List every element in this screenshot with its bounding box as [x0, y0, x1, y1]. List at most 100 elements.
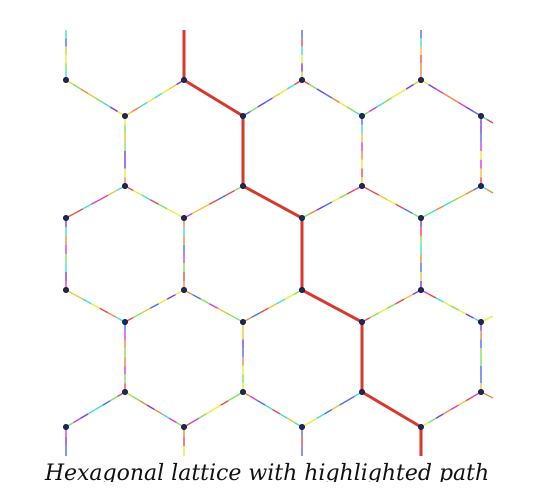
lattice-node — [239, 318, 246, 325]
lattice-edge-segment — [450, 404, 459, 411]
lattice-edge-segment — [458, 193, 467, 199]
highlighted-path — [182, 30, 423, 456]
lattice-edge-segment — [403, 208, 413, 215]
lattice-edge-segment — [272, 92, 281, 99]
lattice-edge-segment — [133, 312, 143, 319]
lattice-edge-segment — [264, 97, 273, 104]
lattice-edge-segment — [435, 205, 444, 211]
lattice-edge-segment — [405, 83, 414, 90]
lattice-edge-segment — [378, 194, 388, 201]
lattice-node — [180, 77, 187, 84]
lattice-edge-segment — [339, 193, 348, 199]
lattice-edge-segment — [80, 413, 89, 419]
lattice-node — [358, 318, 365, 325]
lattice-edge-segment — [465, 395, 474, 402]
lattice-edge-segment — [73, 417, 82, 424]
lattice-node — [122, 113, 129, 120]
lattice-node — [417, 286, 424, 293]
lattice-node — [477, 318, 484, 325]
lattice-edge-segment — [107, 189, 117, 196]
lattice-edge-segment — [205, 408, 214, 415]
lattice-node — [239, 388, 246, 395]
lattice-edge-segment — [192, 293, 202, 300]
lattice-edges — [65, 30, 494, 456]
lattice-edge-segment — [403, 293, 413, 300]
lattice-edge-segment — [428, 417, 437, 424]
lattice-edge-segment — [139, 400, 148, 406]
lattice-edge-segment — [225, 189, 235, 196]
lattice-node — [122, 182, 129, 189]
lattice-edge-segment — [458, 400, 467, 406]
lattice-edge-segment — [133, 189, 143, 196]
lattice-edge-segment — [435, 88, 444, 95]
lattice-edge-segment — [154, 92, 163, 99]
lattice-edge-segment — [213, 404, 222, 411]
lattice-node — [63, 77, 70, 84]
lattice-edge-segment — [324, 201, 333, 207]
lattice-edge-segment — [82, 203, 92, 210]
lattice-edge-segment — [428, 293, 437, 299]
lattice-edge-segment — [95, 97, 104, 104]
lattice-edge-segment — [370, 189, 380, 196]
highlighted-path-line — [182, 30, 423, 456]
lattice-edge-segment — [465, 106, 474, 113]
lattice-edge-segment — [316, 413, 325, 419]
lattice-edge-segment — [87, 92, 96, 99]
lattice-edge-segment — [149, 199, 160, 205]
lattice-node — [477, 182, 484, 189]
lattice-edge-segment — [398, 88, 407, 95]
lattice-edge-segment — [428, 209, 437, 215]
lattice-node — [298, 286, 305, 293]
lattice-edge-segment — [109, 106, 118, 113]
lattice-edge-segment — [99, 194, 109, 201]
lattice-node — [239, 113, 246, 120]
lattice-edge-segment — [166, 208, 176, 215]
lattice-edge-segment — [257, 400, 266, 406]
lattice-edge-segment — [486, 118, 494, 124]
lattice-edge-segment — [109, 395, 118, 402]
lattice-edge-segment — [146, 404, 155, 411]
lattice-edge-segment — [166, 293, 176, 300]
lattice-edge-segment — [90, 303, 101, 309]
lattice-edge-segment — [141, 307, 151, 314]
lattice-edge-segment — [324, 408, 333, 415]
lattice-edge-segment — [450, 97, 459, 104]
lattice-node — [477, 388, 484, 395]
lattice-edge-segment — [192, 208, 202, 215]
lattice-edge-segment — [250, 106, 259, 113]
lattice-edge-segment — [465, 189, 474, 195]
lattice-edge-segment — [267, 303, 278, 309]
lattice-edge-segment — [257, 101, 266, 108]
lattice-edge-segment — [378, 307, 388, 314]
lattice-edge-segment — [74, 208, 84, 215]
lattice-edge-segment — [331, 97, 340, 104]
lattice-edge-segment — [279, 413, 288, 419]
lattice-edge-segment — [370, 312, 380, 319]
lattice-edge-segment — [95, 404, 104, 411]
lattice-edge-segment — [309, 83, 318, 90]
lattice-edge-segment — [200, 203, 210, 210]
lattice-node — [180, 214, 187, 221]
lattice-edge-segment — [331, 404, 340, 411]
lattice-node — [180, 286, 187, 293]
lattice-edge-segment — [139, 101, 148, 108]
lattice-edge-segment — [220, 400, 229, 406]
lattice-node — [63, 286, 70, 293]
lattice-edge-segment — [272, 408, 281, 415]
lattice-edge-segment — [74, 293, 84, 300]
lattice-node — [298, 77, 305, 84]
lattice-edge-segment — [316, 205, 325, 211]
lattice-edge-segment — [168, 83, 177, 90]
lattice-edge-segment — [251, 312, 261, 319]
lattice-edge-segment — [149, 303, 160, 309]
lattice-edge-segment — [168, 417, 177, 424]
lattice-edge-segment — [339, 400, 348, 406]
lattice-edge-segment — [161, 413, 170, 419]
lattice-edge-segment — [250, 395, 259, 402]
lattice-edge-segment — [132, 395, 141, 402]
lattice-edge-segment — [87, 408, 96, 415]
lattice-edge-segment — [102, 400, 111, 406]
lattice-edge-segment — [346, 395, 355, 402]
lattice-edge-segment — [161, 88, 170, 95]
